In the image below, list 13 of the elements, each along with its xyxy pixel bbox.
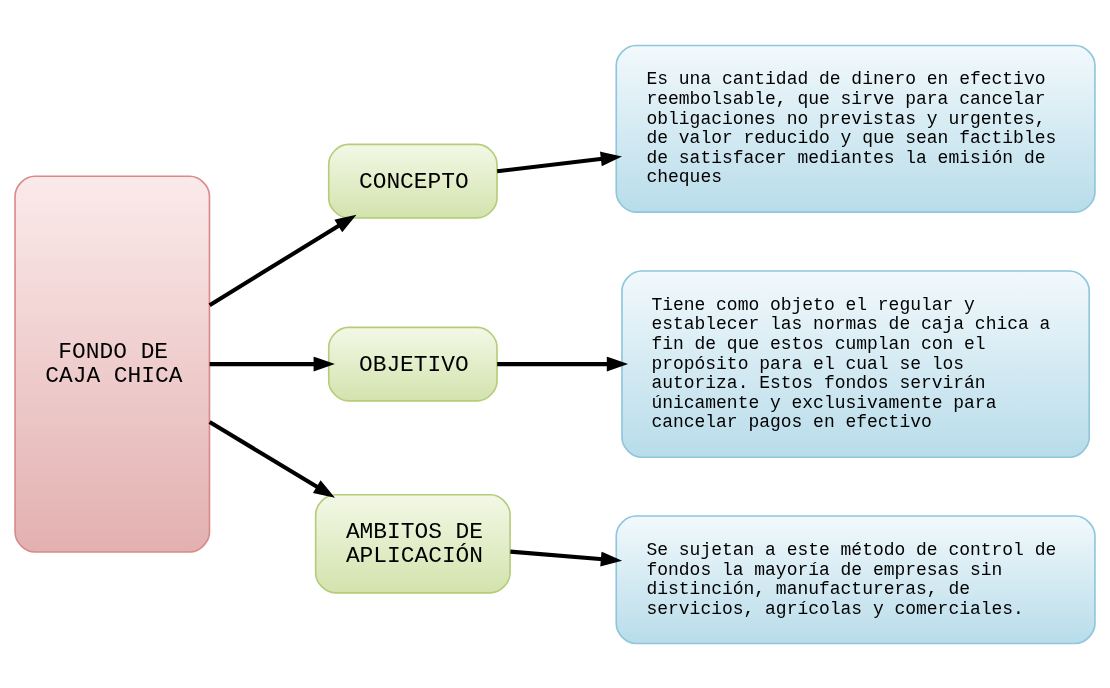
arrow [510,549,623,566]
node-box: Es una cantidad de dinero en efectivo reembolsable, que sirve para cancelar obligaciones no previstas y urgentes, de valor reducido y que sean factibles de satisfacer mediantes la emisión de cheques [615,44,1096,213]
node-box: CONCEPTO [327,143,498,219]
node-box: AMBITOS DE APLICACIÓN [314,493,511,594]
arrow [497,356,629,372]
node-box: Tiene como objeto el regular y establecer las normas de caja chica a fin de que estos cumplan con el propósito para el cual se los autoriza. Estos fondos servirán únicamente y exclusivamente para cancelar pagos en efectivo [621,269,1091,458]
node-box: Se sujetan a este método de control de fondos la mayoría de empresas sin distinción, manufactureras, de servicios, agrícolas y comerciales. [615,514,1096,644]
arrow [208,419,335,498]
node-box: OBJETIVO [327,326,498,402]
arrow [209,356,335,372]
arrow [208,214,357,307]
node-box: FONDO DE CAJA CHICA [14,174,211,553]
arrow [496,151,622,173]
